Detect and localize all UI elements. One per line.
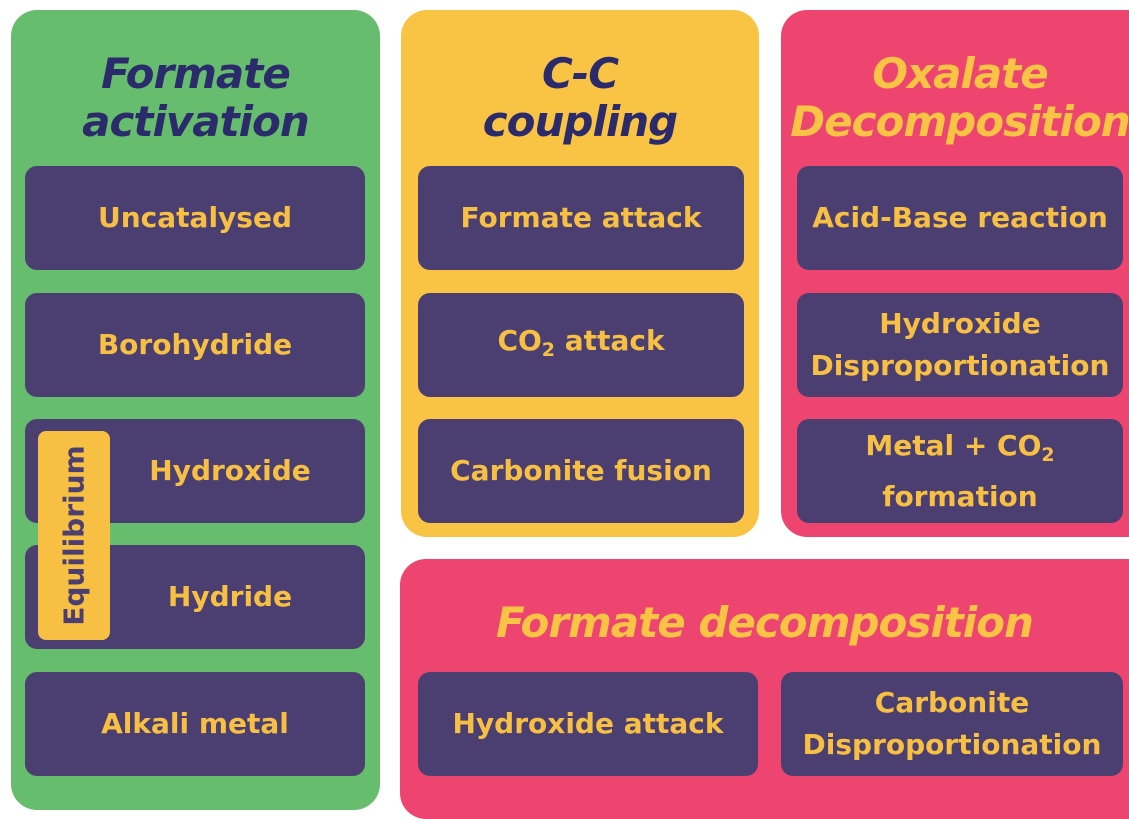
hydroxide-disproportionation-box: Hydroxide Disproportionation bbox=[797, 293, 1123, 397]
carbonite-disproportionation-label: Carbonite Disproportionation bbox=[803, 682, 1102, 766]
hydroxide-disp-line1: Hydroxide bbox=[879, 307, 1041, 340]
oxalate-title-line1: Oxalate bbox=[872, 49, 1048, 98]
equilibrium-label: Equilibrium bbox=[57, 445, 91, 626]
co2-suffix: attack bbox=[564, 323, 665, 357]
carbonite-fusion-box: Carbonite fusion bbox=[418, 419, 744, 523]
hydroxide-attack-box: Hydroxide attack bbox=[418, 672, 758, 776]
acid-base-label: Acid-Base reaction bbox=[812, 201, 1108, 234]
formate-activation-title-line1: Formate bbox=[101, 49, 291, 98]
hydroxide-disp-line2: Disproportionation bbox=[810, 349, 1110, 382]
metal-co2-formation-box: Metal + CO2 formation bbox=[797, 419, 1123, 523]
carbonite-disproportionation-box: Carbonite Disproportionation bbox=[781, 672, 1123, 776]
carbonite-disp-line1: Carbonite bbox=[874, 686, 1030, 719]
carbonite-fusion-label: Carbonite fusion bbox=[450, 454, 712, 487]
oxalate-decomposition-title: Oxalate Decomposition bbox=[781, 50, 1129, 146]
metal-co2-formation-label: Metal + CO2 formation bbox=[865, 425, 1054, 518]
uncatalysed-box: Uncatalysed bbox=[25, 166, 365, 270]
metal-prefix: Metal + CO bbox=[865, 428, 1042, 462]
cc-coupling-title-line1: C-C bbox=[541, 49, 619, 98]
uncatalysed-label: Uncatalysed bbox=[98, 201, 292, 234]
metal-subscript: 2 bbox=[1041, 443, 1055, 466]
alkali-metal-label: Alkali metal bbox=[101, 707, 289, 740]
formate-attack-label: Formate attack bbox=[460, 201, 702, 234]
co2-subscript: 2 bbox=[541, 338, 556, 361]
co2-attack-label: CO2 attack bbox=[497, 320, 664, 371]
metal-co2-line1: Metal + CO2 bbox=[865, 425, 1054, 476]
carbonite-disp-line2: Disproportionation bbox=[802, 728, 1102, 761]
metal-co2-line2: formation bbox=[882, 479, 1038, 513]
cc-coupling-title-line2: coupling bbox=[482, 97, 678, 146]
co2-attack-box: CO2 attack bbox=[418, 293, 744, 397]
alkali-metal-box: Alkali metal bbox=[25, 672, 365, 776]
formate-decomposition-title: Formate decomposition bbox=[400, 599, 1129, 647]
formate-attack-box: Formate attack bbox=[418, 166, 744, 270]
hydroxide-activation-label: Hydroxide bbox=[149, 454, 311, 487]
oxalate-title-line2: Decomposition bbox=[790, 97, 1129, 146]
equilibrium-tag: Equilibrium bbox=[38, 431, 110, 640]
borohydride-label: Borohydride bbox=[97, 328, 293, 361]
cc-coupling-title: C-C coupling bbox=[401, 50, 759, 146]
formate-activation-title-line2: activation bbox=[82, 97, 310, 146]
co2-prefix: CO bbox=[497, 323, 542, 357]
hydride-label: Hydride bbox=[167, 580, 293, 613]
borohydride-box: Borohydride bbox=[25, 293, 365, 397]
hydroxide-attack-label: Hydroxide attack bbox=[452, 707, 724, 740]
acid-base-box: Acid-Base reaction bbox=[797, 166, 1123, 270]
formate-decomposition-title-text: Formate decomposition bbox=[496, 598, 1034, 647]
hydroxide-disproportionation-label: Hydroxide Disproportionation bbox=[811, 303, 1110, 387]
formate-activation-title: Formate activation bbox=[11, 50, 380, 146]
